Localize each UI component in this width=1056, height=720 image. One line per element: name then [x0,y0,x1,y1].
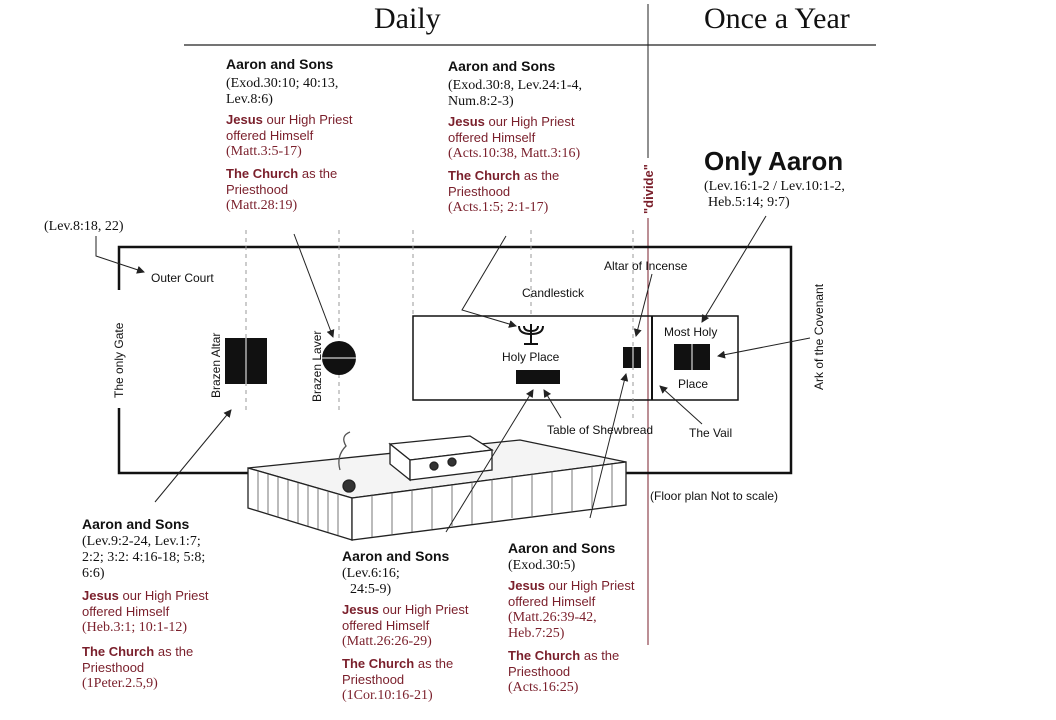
ref-line: (Lev.16:1-2 / Lev.10:1-2, [704,179,845,194]
ref-line: 6:6) [82,566,105,581]
floor-plan-note: (Floor plan Not to scale) [650,489,779,503]
church-desc-2: Priesthood [82,660,145,675]
church-label: The Church [448,168,521,183]
church-ref: (1Cor.10:16-21) [342,688,433,703]
shewbread-table-shape [516,370,560,384]
header-daily: Daily [374,2,441,35]
jesus-label: Jesus [82,588,119,603]
church-desc-2: Priesthood [226,182,289,197]
divide-label: "divide" [641,164,656,214]
church-ref: (1Peter.2.5,9) [82,676,158,691]
jesus-label: Jesus [342,602,379,617]
jesus-ref: (Matt.26:26-29) [342,634,432,649]
church-ref: (Acts.16:25) [508,680,579,695]
jesus-label: Jesus [226,112,263,127]
incense-altar-shape [623,347,641,368]
block-candlestick: Aaron and Sons (Exod.30:8, Lev.24:1-4, N… [448,58,582,216]
church-desc: as the [580,648,620,663]
church-desc: as the [414,656,454,671]
block-title: Aaron and Sons [342,548,450,564]
table-of-shewbread-label: Table of Shewbread [547,423,654,437]
block-altar: Aaron and Sons (Lev.9:2-24, Lev.1:7; 2:2… [82,516,208,692]
church-label: The Church [226,166,299,181]
church-ref: (Matt.28:19) [226,198,298,213]
vail-label: The Vail [689,426,733,440]
jesus-ref: (Acts.10:38, Matt.3:16) [448,146,581,161]
header-once-a-year: Once a Year [704,2,850,35]
church-label: The Church [342,656,415,671]
church-ref: (Acts.1:5; 2:1-17) [448,200,549,215]
church-label: The Church [82,644,155,659]
candlestick-shape [518,324,544,345]
only-gate-label: The only Gate [112,322,126,398]
tabernacle-sketch [247,431,627,541]
block-title: Aaron and Sons [448,58,556,74]
lev-8-18-ref: (Lev.8:18, 22) [44,219,124,234]
jesus-ref: (Heb.3:1; 10:1-12) [82,620,187,635]
ref-line: Num.8:2-3) [448,94,514,109]
jesus-desc-2: offered Himself [342,618,430,633]
ref-line: 2:2; 3:2: 4:16-18; 5:8; [82,550,206,565]
most-holy-label: Most Holy [664,325,718,339]
jesus-desc: our High Priest [118,588,209,603]
church-desc-2: Priesthood [508,664,571,679]
jesus-label: Jesus [508,578,545,593]
holy-place-label: Holy Place [502,350,560,364]
block-incense: Aaron and Sons (Exod.30:5) Jesus our Hig… [508,540,634,696]
ref-line: (Exod.30:10; 40:13, [226,76,339,91]
church-desc: as the [298,166,338,181]
church-desc: as the [520,168,560,183]
jesus-desc: our High Priest [378,602,469,617]
jesus-desc-2: offered Himself [82,604,170,619]
block-shewbread: Aaron and Sons (Lev.6:16; 24:5-9) Jesus … [342,548,468,704]
block-title: Aaron and Sons [508,540,616,556]
church-label: The Church [508,648,581,663]
jesus-label: Jesus [448,114,485,129]
block-title: Only Aaron [704,146,844,176]
outer-court-label: Outer Court [151,271,214,285]
altar-of-incense-label: Altar of Incense [604,259,688,273]
ref-line: (Lev.9:2-24, Lev.1:7; [82,534,201,549]
ref-line: Lev.8:6) [226,92,273,107]
ref-line: Heb.5:14; 9:7) [708,195,790,210]
jesus-ref: (Matt.3:5-17) [226,144,302,159]
jesus-desc-2: offered Himself [226,128,314,143]
jesus-ref-2: Heb.7:25) [508,626,565,641]
jesus-ref: (Matt.26:39-42, [508,610,597,625]
church-desc-2: Priesthood [448,184,511,199]
block-title: Aaron and Sons [226,56,334,72]
church-desc-2: Priesthood [342,672,405,687]
jesus-desc-2: offered Himself [448,130,536,145]
brazen-laver-label: Brazen Laver [310,330,324,402]
tabernacle-tent [412,315,739,401]
place-label: Place [678,377,709,391]
candlestick-label: Candlestick [522,286,585,300]
ref-line: (Lev.6:16; [342,566,400,581]
block-title: Aaron and Sons [82,516,190,532]
block-laver: Aaron and Sons (Exod.30:10; 40:13, Lev.8… [226,56,352,214]
block-most-holy: Only Aaron (Lev.16:1-2 / Lev.10:1-2, Heb… [704,146,845,211]
jesus-desc: our High Priest [262,112,353,127]
ref-line: 24:5-9) [350,582,392,597]
brazen-altar-label: Brazen Altar [209,332,223,398]
ref-line: (Exod.30:5) [508,558,576,573]
jesus-desc: our High Priest [544,578,635,593]
ark-of-covenant-label: Ark of the Covenant [812,283,826,390]
ref-line: (Exod.30:8, Lev.24:1-4, [448,78,583,93]
gate-gap [112,290,126,408]
jesus-desc: our High Priest [484,114,575,129]
jesus-desc-2: offered Himself [508,594,596,609]
church-desc: as the [154,644,194,659]
